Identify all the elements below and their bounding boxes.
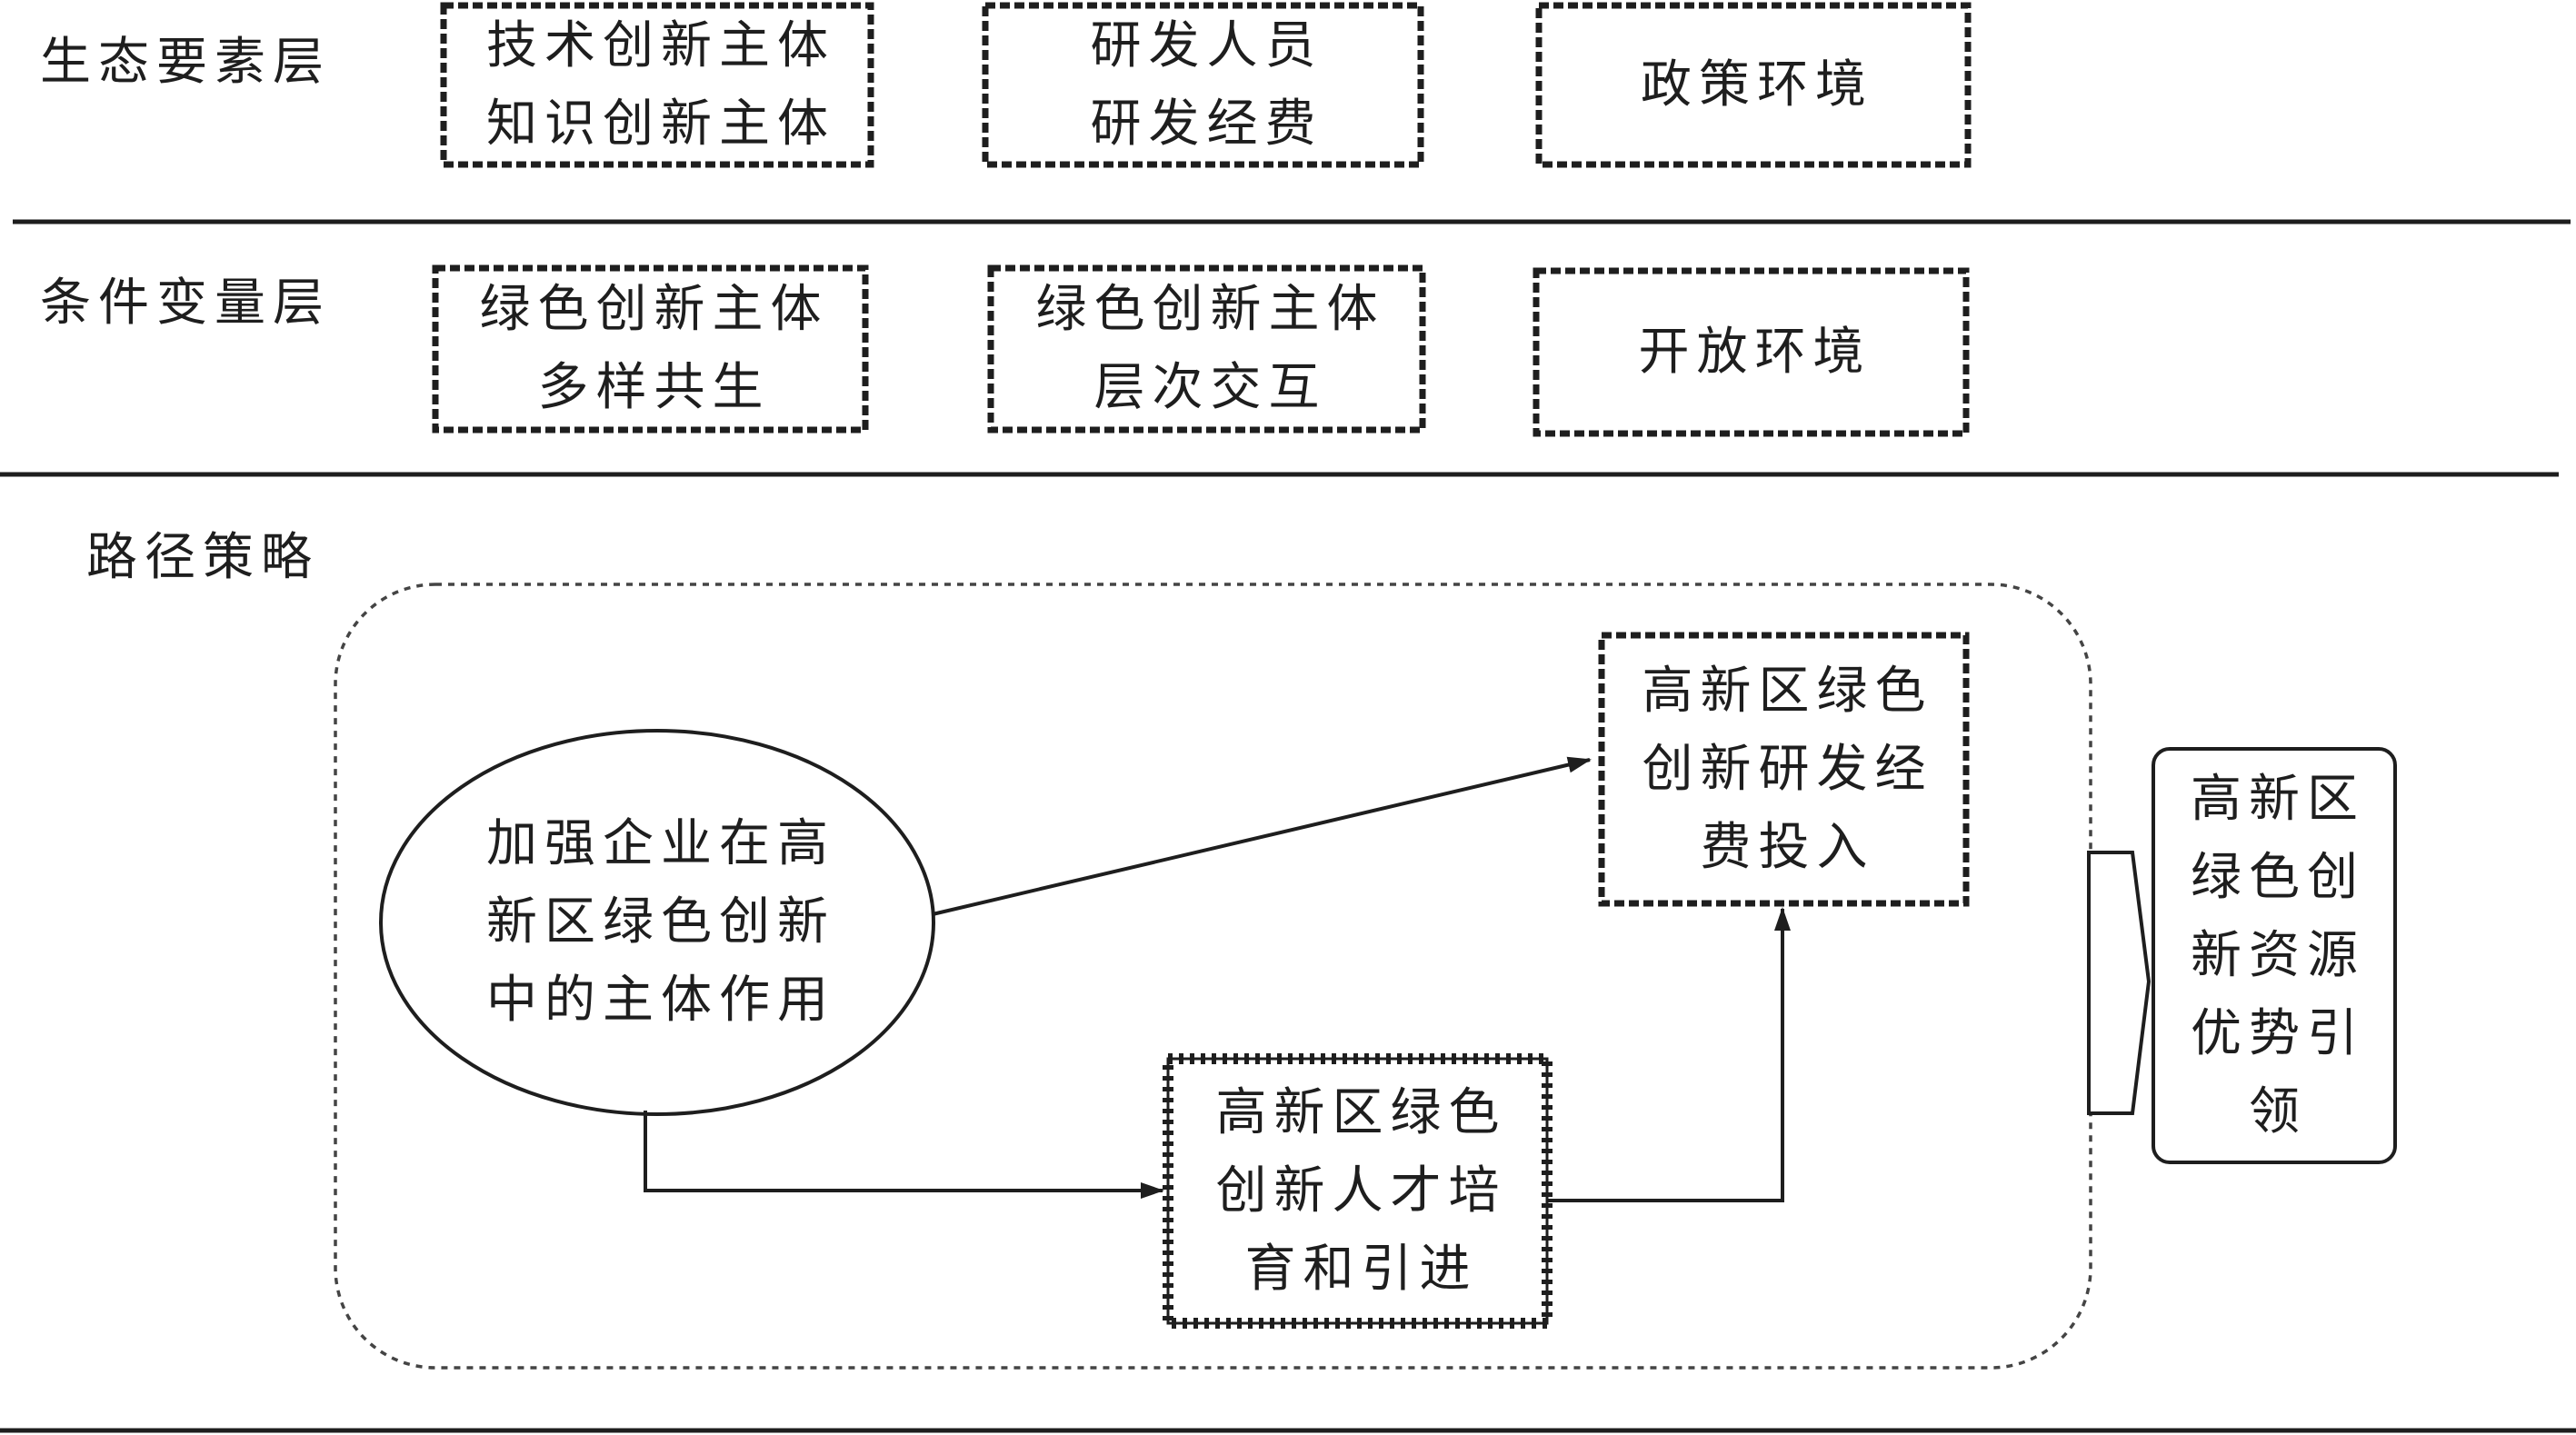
node-text-line: 绿色创新主体 [1035,280,1385,339]
node-text-line: 技术创新主体 [486,15,835,75]
condition-box-3-border [1533,267,1970,437]
ecology-box-rd-resources: 研发人员 研发经费 [985,5,1421,164]
condition-box-open-environment: 开放环境 [1536,271,1966,433]
node-text-line: 优势引 [2191,1003,2365,1063]
arrow-talent-to-rd-funding [1547,907,1791,1202]
node-text-line: 多样共生 [537,358,771,417]
arrow-start-to-rd-funding [932,756,1592,916]
node-text-line: 开放环境 [1638,322,1872,382]
node-text-line: 育和引进 [1244,1239,1478,1299]
node-text-line: 研发经费 [1090,94,1323,154]
path-strategy-label: 路径策略 [86,528,319,587]
ecology-box-1-border [440,2,874,168]
node-text-line: 加强企业在高 [486,814,835,873]
node-text-line: 高新区绿色 [1642,661,1933,721]
node-text-line: 绿色创新主体 [479,280,829,339]
arrow-start-to-talent [644,1111,1164,1199]
condition-box-diverse-coexistence: 绿色创新主体 多样共生 [435,268,865,430]
condition-box-1-border [432,264,869,433]
node-text-line: 高新区 [2191,769,2365,829]
start-node-ellipse [379,729,935,1116]
node-text-line: 绿色创 [2191,847,2365,907]
rd-funding-node: 高新区绿色 创新研发经 费投入 [1602,635,1966,903]
outcome-node-border [2152,747,2397,1164]
node-text-line: 研发人员 [1090,15,1323,75]
talent-node-border [1163,1053,1553,1329]
ecology-box-2-border [982,2,1424,168]
node-text-line: 层次交互 [1093,358,1327,417]
node-text-line: 创新研发经 [1642,739,1933,799]
condition-layer-label: 条件变量层 [40,274,331,333]
outcome-node: 高新区 绿色创 新资源 优势引 领 [2153,749,2395,1162]
node-text-line: 创新人才培 [1215,1161,1507,1221]
talent-node: 高新区绿色 创新人才培 育和引进 [1168,1059,1547,1323]
node-text-line: 领 [2249,1081,2307,1141]
node-text-line: 政策环境 [1641,55,1873,115]
node-text-line: 知识创新主体 [486,94,835,154]
ecology-layer-label: 生态要素层 [40,33,331,92]
ecology-box-3-border [1535,2,1972,168]
ecology-box-policy-environment: 政策环境 [1539,5,1968,164]
node-text-line: 高新区绿色 [1215,1082,1507,1142]
node-text-line: 新资源 [2191,925,2365,985]
rd-funding-node-border [1598,632,1970,907]
block-arrow-to-outcome [2087,851,2152,1115]
condition-box-2-border [987,264,1426,433]
condition-box-hierarchical-interaction: 绿色创新主体 层次交互 [991,268,1423,430]
node-text-line: 费投入 [1700,817,1875,877]
ecology-box-innovation-entities: 技术创新主体 知识创新主体 [444,5,871,164]
node-text-line: 新区绿色创新 [486,892,835,952]
node-text-line: 中的主体作用 [486,971,835,1030]
start-node-text: 加强企业在高 新区绿色创新 中的主体作用 [381,731,934,1114]
